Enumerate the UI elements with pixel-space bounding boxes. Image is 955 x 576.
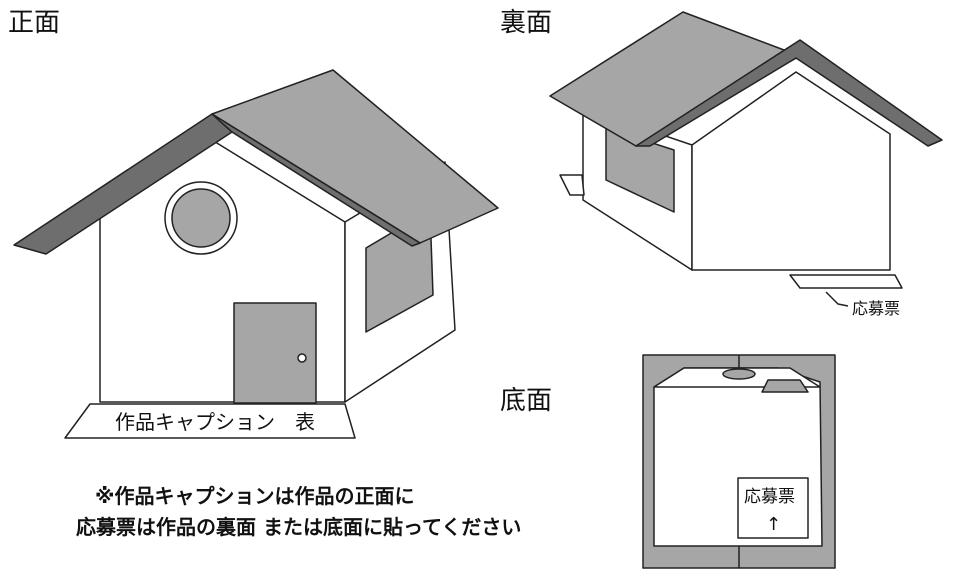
back-view-title: 裏面 (500, 8, 553, 38)
entry-pointer-line (825, 291, 849, 307)
bottom-round-marker (722, 368, 756, 380)
door-knob (297, 353, 307, 363)
back-entry-card (789, 274, 903, 289)
back-entry-card-left (559, 174, 585, 196)
front-view-title: 正面 (8, 8, 61, 38)
back-entry-label: 応募票 (852, 299, 900, 318)
back-house (549, 11, 943, 307)
caption-card (64, 403, 356, 439)
caption-card-text: 作品キャプション 表 (115, 410, 315, 434)
bottom-house (642, 354, 836, 569)
front-door (233, 302, 317, 404)
roof-right-edge (211, 113, 421, 247)
instruction-line-1: ※作品キャプションは作品の正面に (95, 484, 415, 508)
instruction-line-2: 応募票は作品の裏面 または底面に貼ってください (76, 515, 522, 539)
bottom-tab (761, 379, 809, 393)
front-house (13, 69, 499, 439)
bottom-view-title: 底面 (500, 386, 553, 416)
back-roof-edge (635, 39, 943, 147)
bottom-entry-arrow: ↑ (766, 514, 781, 535)
back-gable-wall (691, 71, 891, 271)
bottom-entry-label: 応募票 (744, 487, 795, 507)
round-window-inner (171, 188, 231, 248)
bottom-entry-card (737, 477, 809, 539)
